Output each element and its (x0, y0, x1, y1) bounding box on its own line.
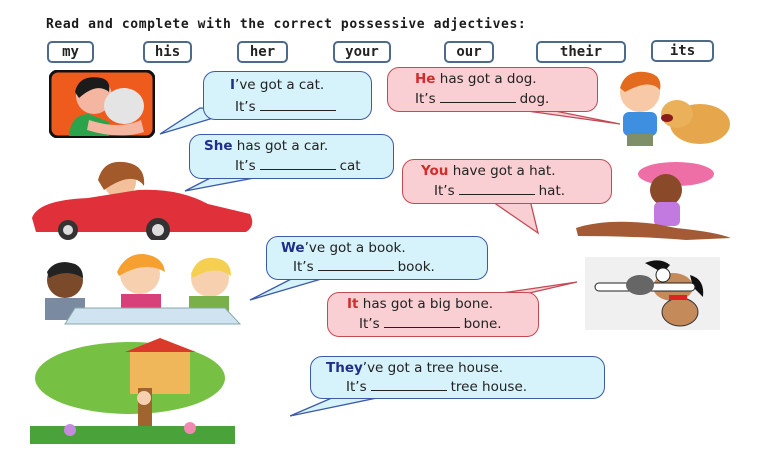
answer-prefix: It’s (293, 259, 314, 275)
speech-bubble-3: She has got a car. It’s cat (189, 134, 394, 179)
children-reading-picture (45, 254, 242, 325)
answer-blank[interactable] (317, 258, 394, 271)
answer-prefix: It’s (235, 158, 256, 174)
sentence-text: ’ve got a book. (304, 240, 406, 256)
sentence-text: has got a big bone. (358, 296, 494, 312)
answer-blank[interactable] (370, 378, 447, 391)
answer-prefix: It’s (346, 379, 367, 395)
subject-word: I (230, 77, 236, 93)
speech-bubble-4: You have got a hat. It’s hat. (402, 159, 612, 204)
speech-bubble-7: They’ve got a tree house. It’s tree house… (310, 356, 605, 399)
word-bank-its: its (651, 40, 714, 62)
sentence-text: has got a dog. (435, 71, 537, 87)
sentence-text: has got a car. (232, 138, 329, 154)
answer-suffix: hat. (538, 183, 566, 199)
answer-blank[interactable] (383, 315, 460, 328)
word-bank-her: her (237, 41, 288, 63)
word-bank-my: my (47, 41, 94, 63)
dog-with-bone-picture (585, 257, 720, 330)
answer-suffix: dog. (519, 91, 550, 107)
answer-suffix: tree house. (450, 379, 528, 395)
subject-word: It (347, 296, 359, 312)
answer-prefix: It’s (434, 183, 455, 199)
word-bank-his: his (143, 41, 192, 63)
word-bank-our: our (444, 41, 494, 63)
woman-in-car-picture (32, 161, 253, 240)
boy-with-dog-picture (620, 71, 730, 146)
subject-word: They (326, 360, 363, 376)
speech-bubble-6: It has got a big bone. It’s bone. (327, 292, 539, 337)
subject-word: You (421, 163, 449, 179)
sentence-text: have got a hat. (448, 163, 556, 179)
answer-prefix: It’s (415, 91, 436, 107)
subject-word: We (281, 240, 305, 256)
sentence-text: ’ve got a cat. (235, 77, 325, 93)
word-bank-your: your (333, 41, 391, 63)
tree-house-picture (30, 338, 235, 444)
answer-blank[interactable] (439, 90, 516, 103)
subject-word: She (204, 138, 233, 154)
answer-suffix: bone. (463, 316, 502, 332)
answer-suffix: book. (397, 259, 435, 275)
answer-blank[interactable] (259, 157, 336, 170)
sentence-text: ’ve got a tree house. (362, 360, 504, 376)
answer-suffix: cat (339, 158, 361, 174)
answer-prefix: It’s (359, 316, 380, 332)
answer-blank[interactable] (259, 98, 336, 111)
answer-prefix: It’s (235, 99, 256, 115)
speech-bubble-5: We’ve got a book. It’s book. (266, 236, 488, 280)
speech-bubble-2: He has got a dog. It’s dog. (387, 67, 598, 112)
girl-with-cat-picture (49, 70, 155, 138)
girl-with-hat-picture (576, 162, 731, 240)
worksheet-title: Read and complete with the correct posse… (46, 17, 527, 32)
speech-bubble-1: I’ve got a cat. It’s (203, 71, 372, 120)
word-bank-their: their (536, 41, 626, 63)
subject-word: He (415, 71, 436, 87)
answer-blank[interactable] (458, 182, 535, 195)
